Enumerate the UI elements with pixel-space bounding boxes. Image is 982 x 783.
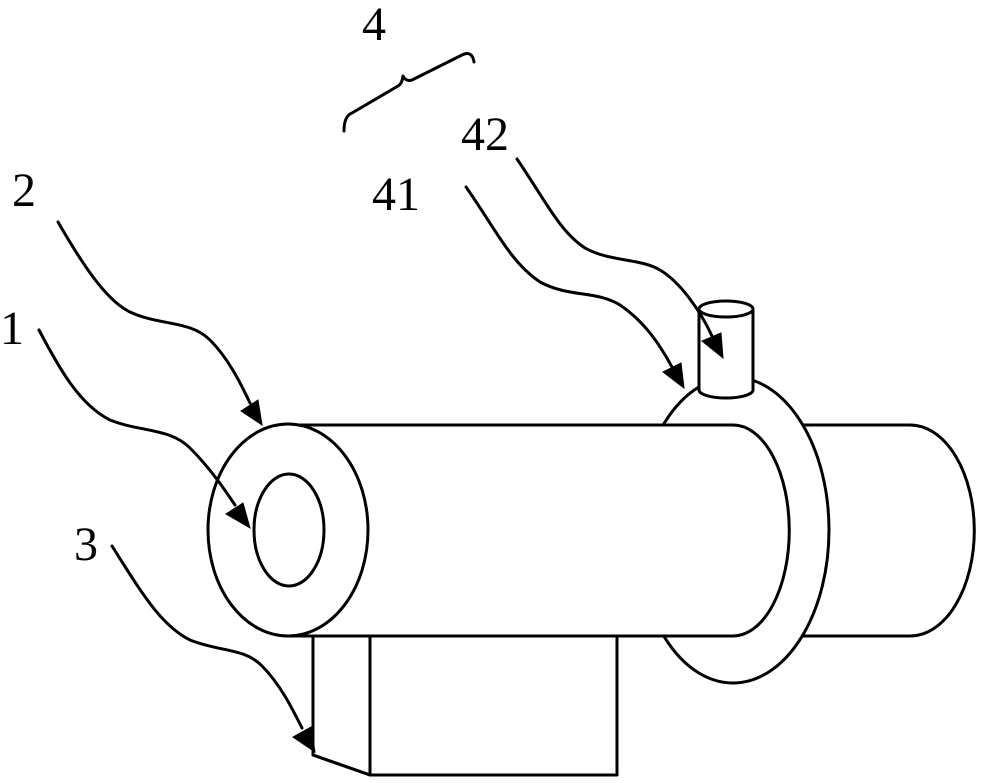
label-3: 3 [74, 518, 98, 571]
support-block [311, 632, 619, 777]
pipe-main-body [206, 422, 791, 638]
leader-41 [464, 185, 685, 390]
brace-group-4 [342, 52, 476, 133]
label-41: 41 [372, 168, 420, 221]
label-2: 2 [12, 164, 36, 217]
leader-1 [37, 328, 251, 530]
label-42: 42 [461, 108, 509, 161]
leader-3 [110, 544, 316, 754]
leader-42 [515, 157, 724, 360]
nozzle-tube [697, 299, 755, 400]
leader-2 [56, 220, 263, 427]
label-1: 1 [0, 302, 24, 355]
pipe-right-section [788, 423, 976, 638]
label-4: 4 [362, 0, 386, 51]
